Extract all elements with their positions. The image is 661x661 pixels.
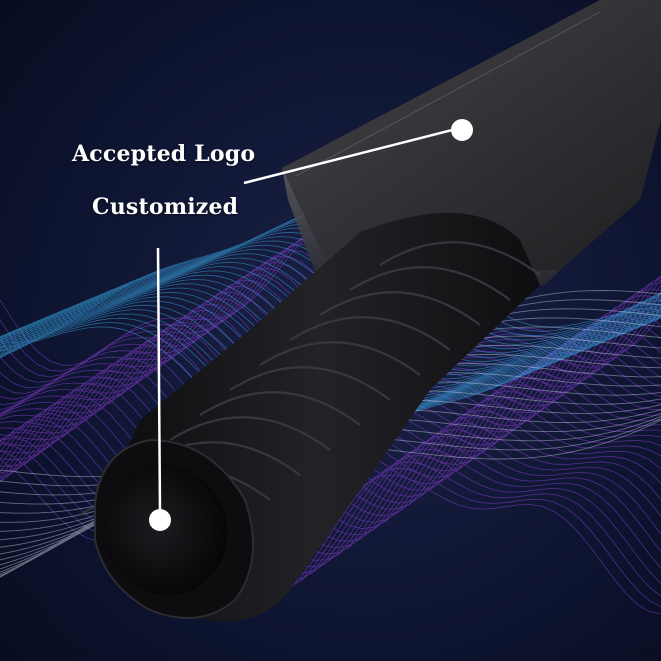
grip-wrap-band: [289, 316, 451, 351]
caption-customized: Customized: [92, 194, 239, 220]
caption-accepted-logo: Accepted Logo: [72, 141, 256, 167]
grip-wrap-band: [259, 341, 421, 376]
grip-wrap-band: [379, 241, 541, 276]
grip-wrap-band: [229, 366, 391, 401]
wave-line: [0, 400, 661, 549]
grip-wrap-band: [349, 266, 511, 301]
grip-wrap-band: [199, 391, 361, 426]
callout-butt-cap: [149, 247, 171, 531]
grip-wrap-band: [319, 291, 481, 326]
grip-wrap-band: [169, 416, 331, 451]
wave-line: [0, 407, 661, 555]
callout-face: [243, 119, 473, 185]
